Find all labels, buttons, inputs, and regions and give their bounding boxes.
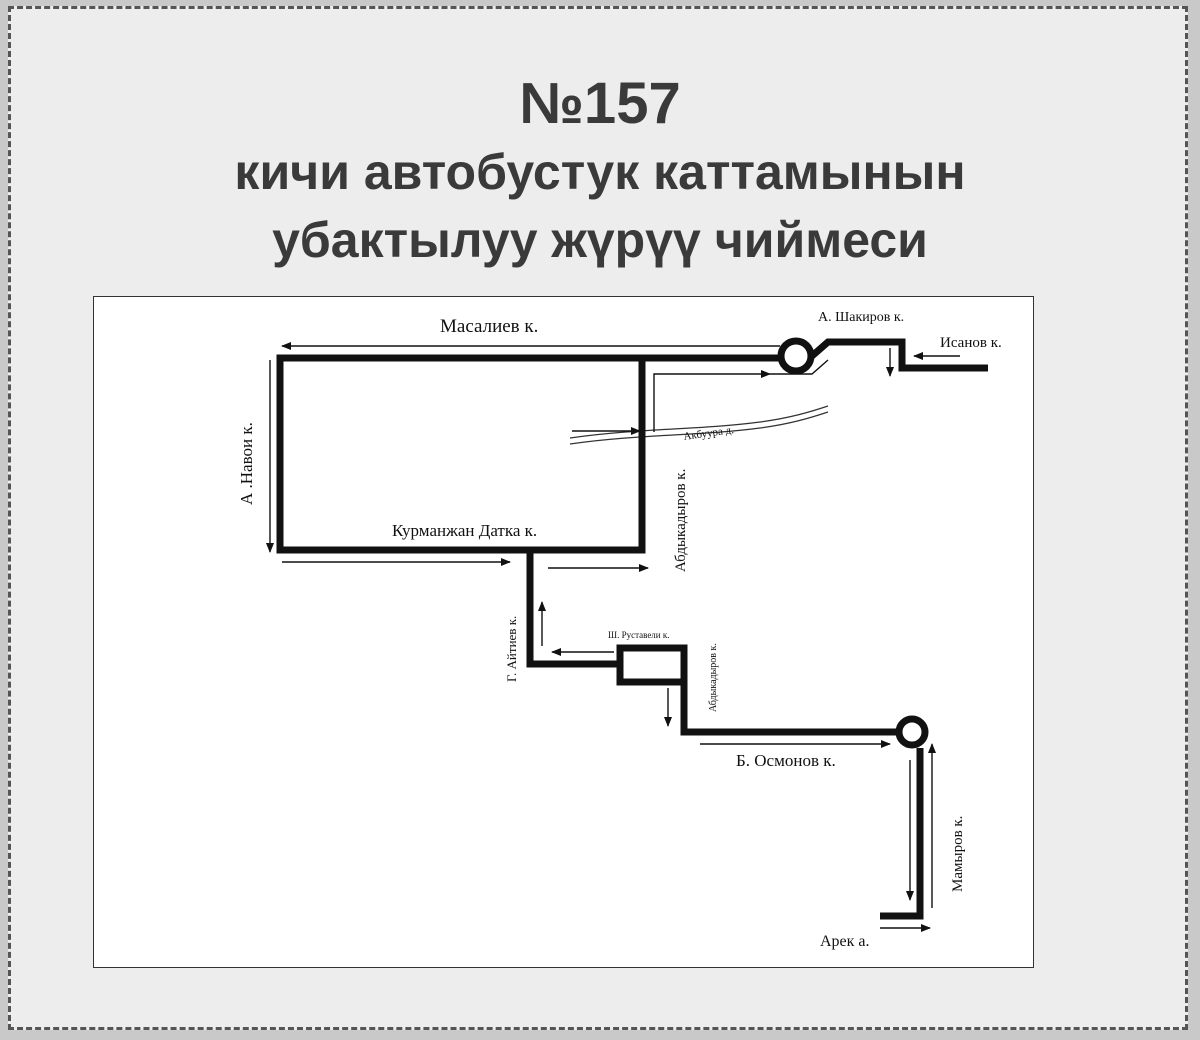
label-shakirov: А. Шакиров к. <box>818 310 904 325</box>
river <box>569 405 829 445</box>
label-rustaveli: Ш. Руставели к. <box>608 630 670 640</box>
label-aitiev: Г. Айтиев к. <box>504 616 519 682</box>
label-abdykadyrov: Абдыкадыров к. <box>673 469 689 572</box>
roundabout-north <box>777 337 815 375</box>
route-osmonov <box>680 648 898 736</box>
label-arek: Арек а. <box>820 933 870 950</box>
label-kurmanjan: Курманжан Датка к. <box>392 521 537 540</box>
label-mamyrov: Мамыров к. <box>950 816 966 892</box>
label-masaliev: Масалиев к. <box>440 316 538 337</box>
label-abdykadyrov-small: Абдыкадыров к. <box>708 643 719 712</box>
arrow-abdykadyrov-north <box>653 370 771 432</box>
title-line-2: убактылуу жүрүү чиймеси <box>272 212 928 268</box>
route-lines <box>276 338 988 920</box>
label-navoi: А .Навои к. <box>237 422 256 505</box>
route-shakirov <box>809 338 988 372</box>
roundabouts <box>777 337 929 749</box>
label-isanov: Исанов к. <box>940 335 1002 351</box>
route-mamyrov <box>880 748 924 920</box>
map-frame <box>93 296 1034 968</box>
street-labels: Масалиев к. А. Шакиров к. Исанов к. А .Н… <box>237 310 1002 950</box>
roundabout-south <box>895 715 929 749</box>
route-loop <box>276 354 646 554</box>
arrow-roundabout-east <box>770 359 829 375</box>
route-number: №157 <box>519 71 681 136</box>
title-line-1: кичи автобустук каттамынын <box>234 144 966 200</box>
direction-arrows <box>266 342 960 932</box>
title-block: №157 кичи автобустук каттамынын убактылу… <box>0 70 1200 274</box>
route-small-block <box>616 644 688 686</box>
route-aitiev <box>526 550 620 668</box>
label-akbuura: Акбуура д. <box>683 424 735 443</box>
label-osmonov: Б. Осмонов к. <box>736 751 836 770</box>
